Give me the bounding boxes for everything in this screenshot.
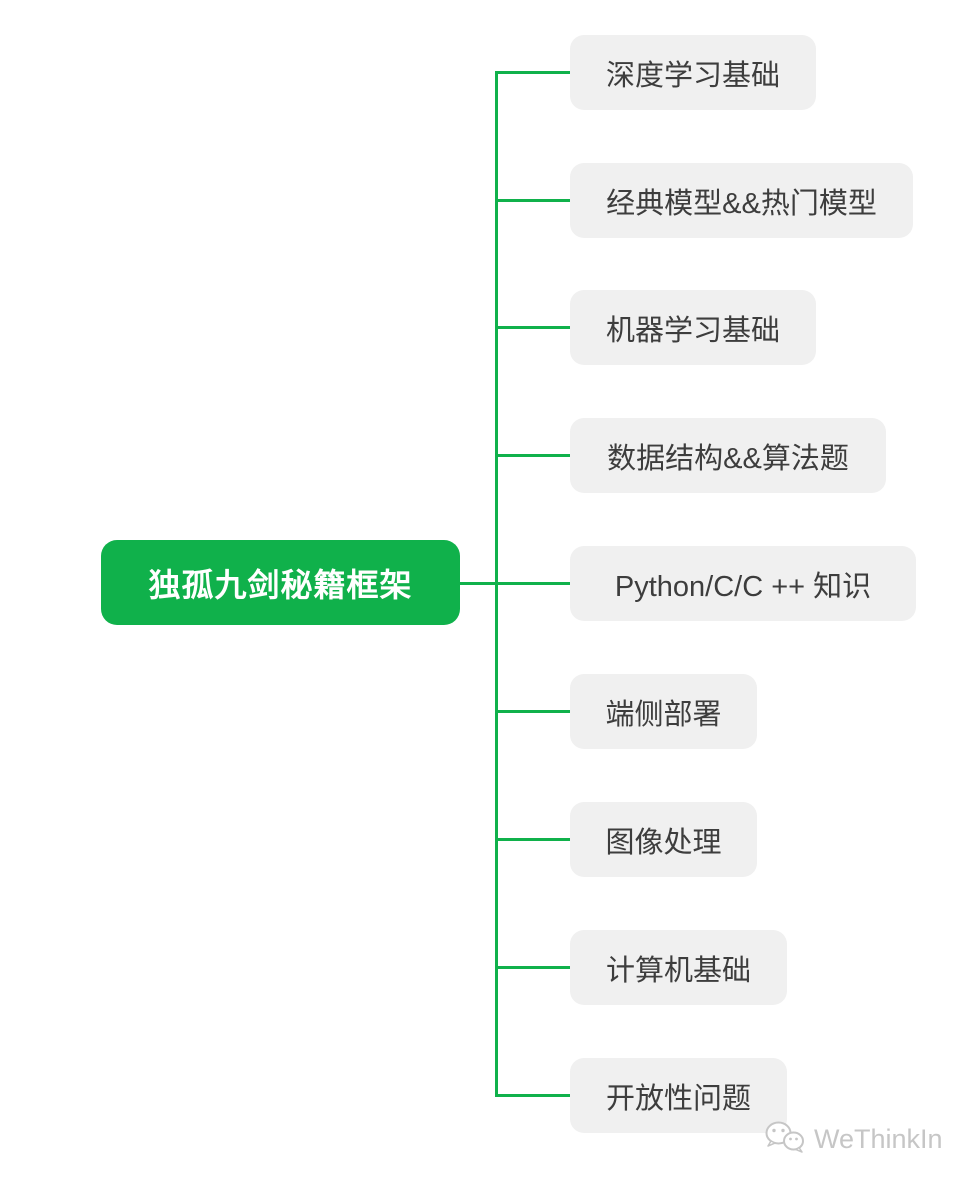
wechat-logo-icon [764,1120,806,1159]
branch-connector-3 [495,326,570,329]
branch-node-label: 经典模型&&热门模型 [606,187,877,220]
branch-node-image-processing[interactable]: 图像处理 [570,802,757,877]
root-node[interactable]: 独孤九剑秘籍框架 [101,540,460,625]
branch-connector-8 [495,966,570,969]
watermark: WeThinkIn [764,1120,943,1159]
branch-node-label: 开放性问题 [605,1082,751,1115]
branch-node-edge-deployment[interactable]: 端侧部署 [570,674,757,749]
branch-node-label: 数据结构&&算法题 [607,442,849,475]
branch-connector-9 [495,1094,570,1097]
branch-node-open-questions[interactable]: 开放性问题 [570,1058,787,1133]
branch-node-computer-basics[interactable]: 计算机基础 [570,930,787,1005]
watermark-label: WeThinkIn [814,1124,943,1154]
branch-node-data-structures[interactable]: 数据结构&&算法题 [570,418,886,493]
branch-node-label: 图像处理 [605,826,722,859]
branch-connector-1 [495,71,570,74]
branch-node-deep-learning[interactable]: 深度学习基础 [570,35,816,110]
branch-node-label: 深度学习基础 [605,59,780,92]
branch-node-label: 计算机基础 [605,954,751,987]
branch-connector-4 [495,454,570,457]
branch-node-label: 端侧部署 [605,698,722,731]
branch-node-machine-learning[interactable]: 机器学习基础 [570,290,816,365]
branch-connector-2 [495,199,570,202]
root-node-label: 独孤九剑秘籍框架 [148,566,413,603]
branch-node-classic-models[interactable]: 经典模型&&热门模型 [570,163,913,238]
branch-node-python-c-cpp[interactable]: Python/C/C ++ 知识 [570,546,916,621]
branch-node-label: 机器学习基础 [605,314,780,347]
branch-connector-7 [495,838,570,841]
branch-connector-5 [495,582,570,585]
branch-node-label: Python/C/C ++ 知识 [614,570,872,603]
branch-connector-6 [495,710,570,713]
